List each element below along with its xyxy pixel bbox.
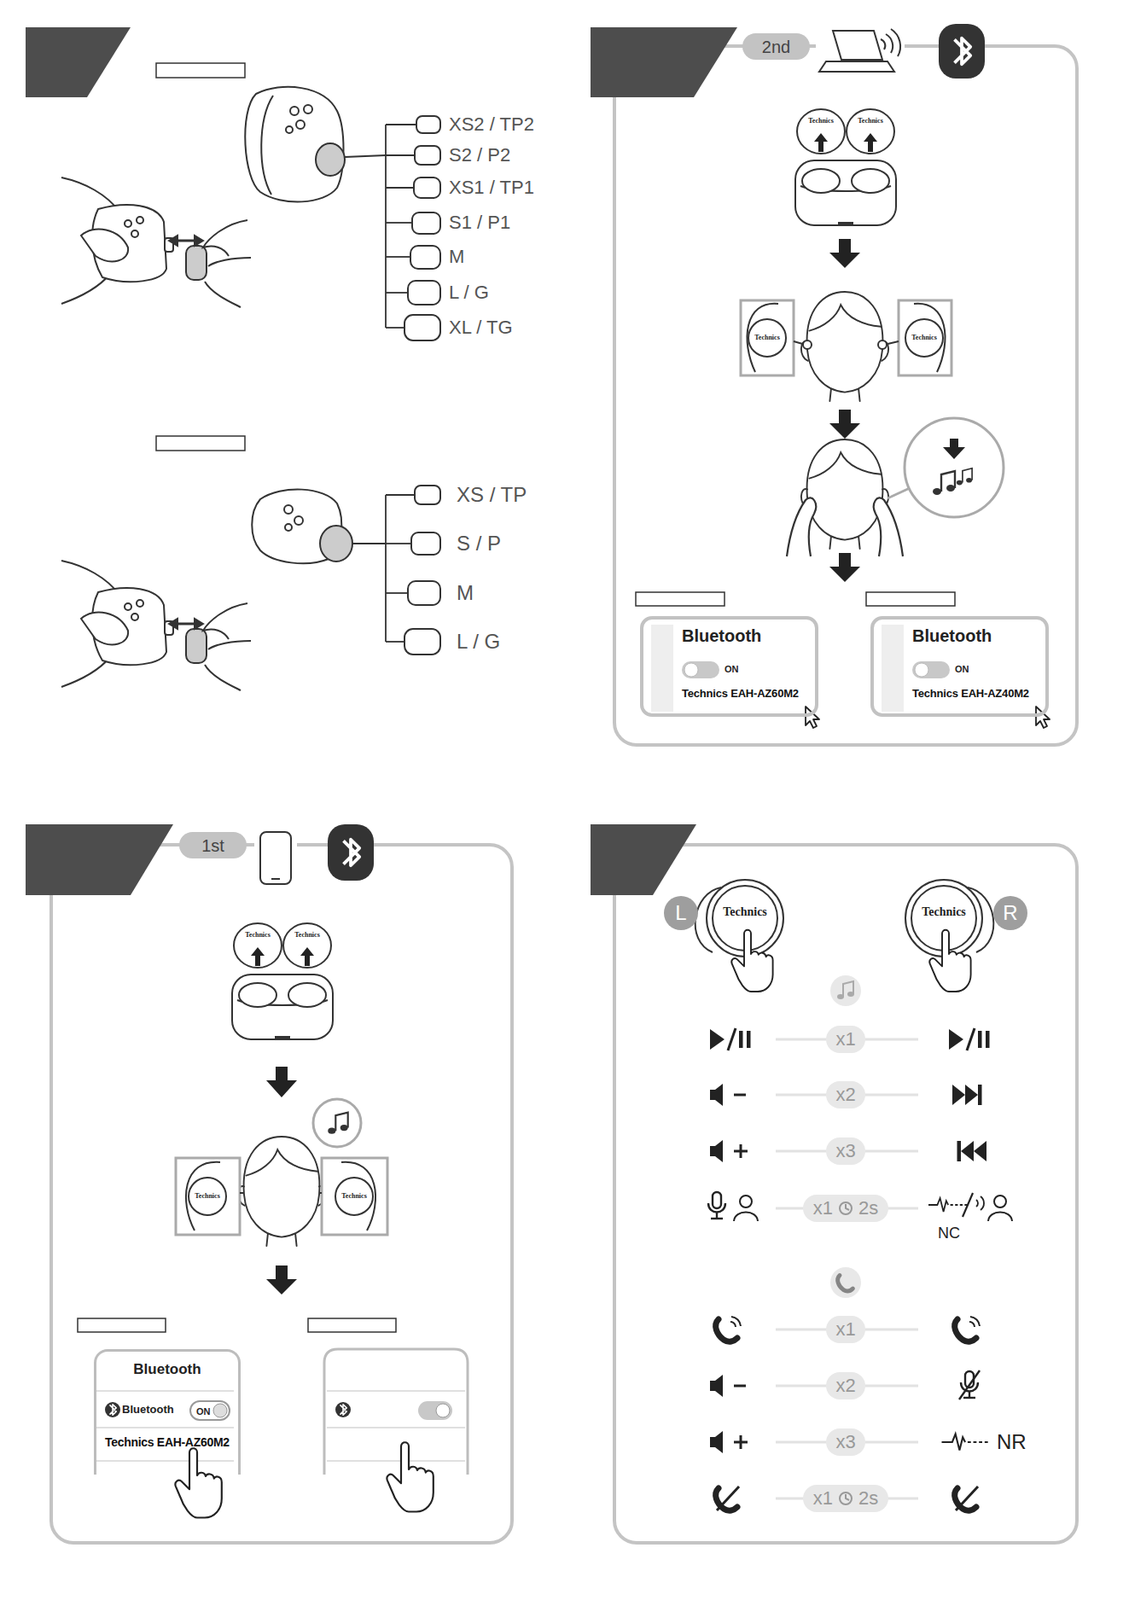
label: S2 / P2	[448, 145, 511, 166]
tap-count-pill: x2	[826, 1372, 866, 1400]
node-text: x2	[835, 1084, 856, 1106]
phone-screen: BluetoothBluetoothONTechnics EAH-AZ60M2	[93, 1349, 241, 1475]
tap-count-pill: x1	[826, 1025, 866, 1054]
node-text: Bluetooth	[96, 1361, 239, 1379]
node-text: L	[675, 902, 687, 925]
tap-count-pill: x1 2s	[803, 1194, 889, 1223]
side-badge: L	[663, 896, 699, 931]
label: Technics	[921, 905, 967, 919]
node-text: Bluetooth	[122, 1403, 175, 1416]
node-text: ON	[954, 663, 970, 675]
node-text: Bluetooth	[912, 626, 992, 646]
label: M	[456, 581, 474, 605]
tap-count-pill: x2	[826, 1081, 866, 1109]
node-text: 2s	[858, 1488, 879, 1509]
label: Technics	[194, 1193, 221, 1201]
node-text: x1	[835, 1029, 856, 1050]
label: NR	[996, 1431, 1027, 1454]
step-pill: 1st	[179, 832, 247, 859]
label: XS / TP	[456, 483, 527, 507]
label: Technics	[754, 334, 780, 343]
node-text: R	[1002, 902, 1018, 925]
label: Technics	[294, 931, 321, 940]
label: S / P	[456, 532, 501, 555]
node-text: x3	[835, 1431, 856, 1453]
side-badge: R	[993, 896, 1028, 931]
node-text: 2nd	[762, 37, 791, 57]
node-text: x1	[813, 1198, 833, 1219]
label: Technics	[808, 117, 834, 126]
node-text: x3	[835, 1140, 856, 1162]
node-text: x1	[835, 1319, 856, 1340]
label: XS1 / TP1	[448, 177, 535, 198]
label: M	[448, 246, 465, 268]
node-text: ON	[724, 663, 740, 675]
label: Technics	[341, 1193, 367, 1201]
label: XS2 / TP2	[448, 114, 535, 135]
node-text: x1	[813, 1488, 833, 1509]
label: S1 / P1	[448, 212, 511, 233]
tap-count-pill: x3	[826, 1428, 866, 1456]
label: Technics	[857, 117, 884, 126]
label: L / G	[456, 630, 501, 653]
tap-count-pill: x1	[826, 1315, 866, 1344]
node-text: ON	[196, 1406, 211, 1417]
label: Technics	[244, 931, 271, 940]
node-text: 1st	[201, 836, 225, 856]
tap-count-pill: x1 2s	[803, 1484, 889, 1513]
label: Technics	[911, 334, 937, 343]
label: NC	[937, 1225, 961, 1243]
settings-box: BluetoothON Technics EAH-AZ60M2	[640, 616, 819, 717]
label: Technics	[722, 905, 768, 919]
label: L / G	[448, 282, 489, 303]
node-text: Technics EAH-AZ40M2	[912, 687, 1030, 700]
node-text: Technics EAH-AZ60M2	[681, 687, 799, 700]
settings-box: BluetoothON Technics EAH-AZ40M2	[870, 616, 1049, 717]
tap-count-pill: x3	[826, 1137, 866, 1165]
node-text: 2s	[858, 1198, 879, 1219]
node-text: x2	[835, 1375, 856, 1397]
label: XL / TG	[448, 317, 513, 338]
node-text: Bluetooth	[681, 626, 762, 646]
step-pill: 2nd	[742, 33, 810, 60]
node-text: Technics EAH-AZ60M2	[104, 1436, 230, 1450]
